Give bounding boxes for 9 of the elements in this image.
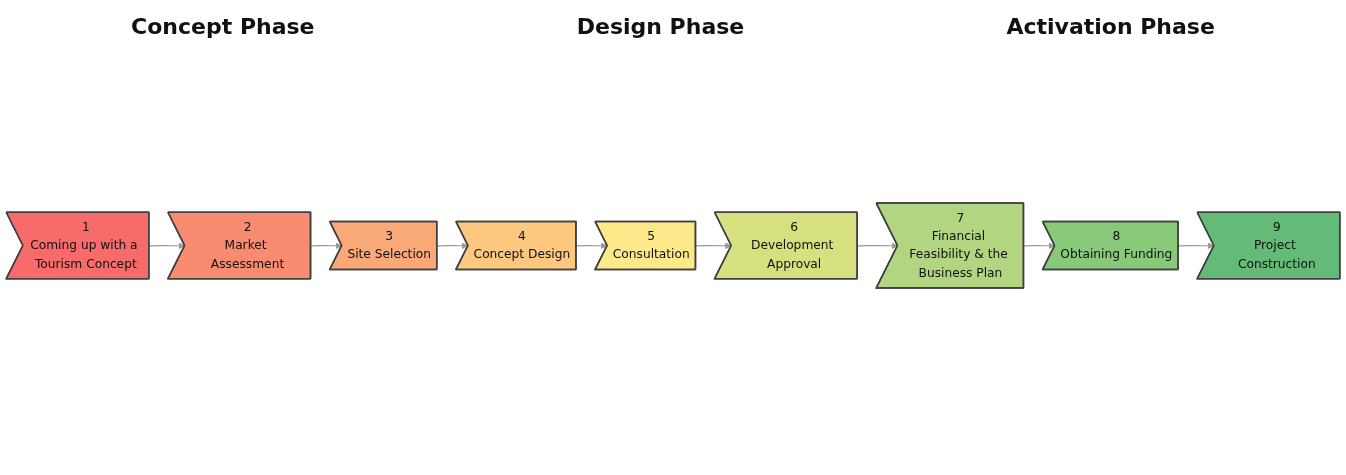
arrow [310, 241, 343, 249]
arrow [1023, 241, 1056, 249]
arrow [575, 241, 608, 249]
phase-heading: Concept Phase [131, 14, 315, 39]
arrow [695, 241, 732, 249]
arrow [436, 241, 469, 249]
arrow [1177, 241, 1215, 249]
phase-heading: Design Phase [576, 14, 745, 39]
phase-heading: Activation Phase [1006, 14, 1215, 39]
